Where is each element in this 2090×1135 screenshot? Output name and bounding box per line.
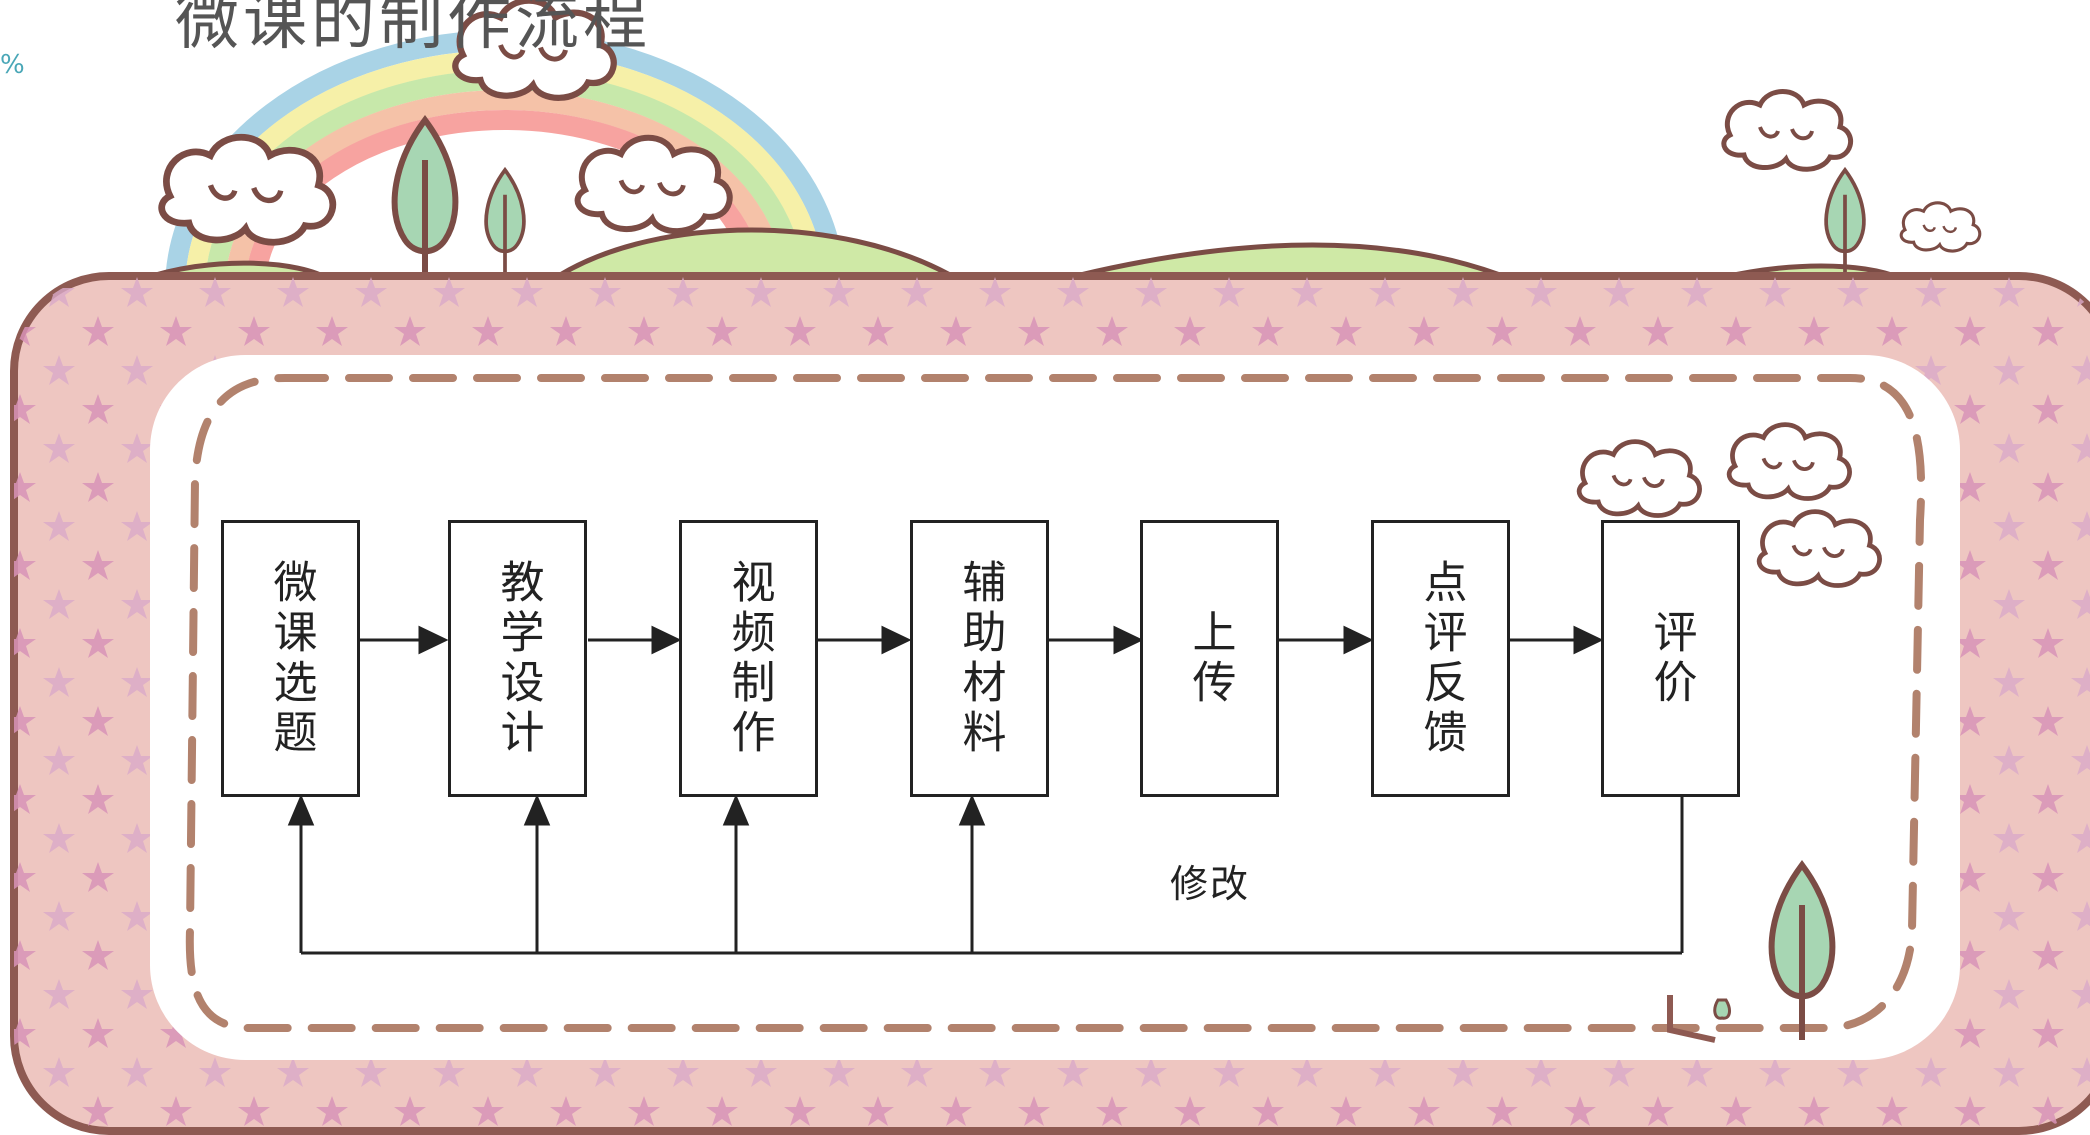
revise-label: 修改 xyxy=(1170,862,1251,906)
step-box-upload: 上传 xyxy=(1140,520,1279,797)
step-label: 教学设计 xyxy=(492,558,544,759)
step-label: 辅助材料 xyxy=(954,558,1006,759)
step-label: 评价 xyxy=(1645,608,1697,709)
step-box-evaluation: 评价 xyxy=(1601,520,1740,797)
page-title: 微课的制作流程 xyxy=(175,0,651,59)
step-label: 视频制作 xyxy=(723,558,775,759)
feedback-loop xyxy=(287,794,1684,955)
step-label: 点评反馈 xyxy=(1415,558,1467,759)
step-label: 上传 xyxy=(1184,608,1236,709)
step-box-video: 视频制作 xyxy=(679,520,818,797)
step-box-design: 教学设计 xyxy=(448,520,587,797)
corner-mark: % xyxy=(0,50,25,80)
step-box-topic: 微课选题 xyxy=(221,520,360,797)
step-label: 微课选题 xyxy=(265,558,317,759)
flow-arrows xyxy=(360,625,1604,655)
dashed-border xyxy=(185,374,1926,1032)
step-box-feedback: 点评反馈 xyxy=(1371,520,1510,797)
step-box-materials: 辅助材料 xyxy=(910,520,1049,797)
